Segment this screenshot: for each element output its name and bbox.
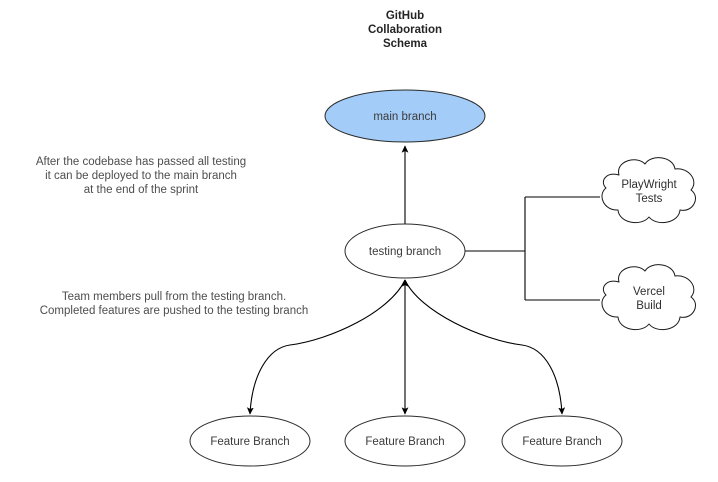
- note-deploy-line-1: After the codebase has passed all testin…: [36, 156, 246, 168]
- node-feature-branch-2[interactable]: Feature Branch: [344, 415, 466, 467]
- title-line-1: GitHub: [386, 10, 424, 22]
- vercel-cloud-line-1: Vercel: [633, 286, 665, 298]
- vercel-cloud-line-2: Build: [636, 300, 662, 312]
- title-line-3: Schema: [383, 38, 428, 50]
- vercel-cloud-shape[interactable]: [601, 264, 696, 331]
- connector-testing-to-clouds: [465, 196, 600, 301]
- main-branch-ellipse[interactable]: [324, 89, 486, 143]
- feature-branch-3-label: Feature Branch: [522, 436, 601, 448]
- feature-branch-1-label: Feature Branch: [210, 436, 289, 448]
- feature-branch-3-ellipse[interactable]: [501, 415, 623, 467]
- node-vercel-build-cloud[interactable]: Vercel Build: [601, 264, 696, 331]
- note-deploy-line-2: it can be deployed to the main branch: [45, 170, 237, 182]
- connector-testing-to-feature-right: [404, 279, 562, 414]
- node-main-branch[interactable]: main branch: [324, 89, 486, 143]
- note-pull-line-1: Team members pull from the testing branc…: [62, 291, 286, 303]
- connector-testing-to-feature-left: [250, 279, 406, 414]
- playwright-cloud-line-2: Tests: [636, 193, 663, 205]
- node-feature-branch-3[interactable]: Feature Branch: [501, 415, 623, 467]
- feature-branch-1-ellipse[interactable]: [189, 415, 311, 467]
- diagram-title: GitHub Collaboration Schema: [368, 10, 442, 50]
- testing-branch-label: testing branch: [369, 246, 441, 258]
- title-line-2: Collaboration: [368, 24, 442, 36]
- note-deploy-line-3: at the end of the sprint: [84, 184, 199, 196]
- testing-branch-ellipse[interactable]: [344, 223, 466, 279]
- feature-branch-2-label: Feature Branch: [365, 436, 444, 448]
- node-playwright-tests-cloud[interactable]: PlayWright Tests: [601, 157, 696, 224]
- node-feature-branch-1[interactable]: Feature Branch: [189, 415, 311, 467]
- playwright-cloud-line-1: PlayWright: [621, 179, 677, 191]
- note-pull: Team members pull from the testing branc…: [40, 291, 309, 317]
- main-branch-label: main branch: [373, 111, 436, 123]
- feature-branch-2-ellipse[interactable]: [344, 415, 466, 467]
- note-pull-line-2: Completed features are pushed to the tes…: [40, 305, 309, 317]
- note-deploy: After the codebase has passed all testin…: [36, 156, 246, 196]
- node-testing-branch[interactable]: testing branch: [344, 223, 466, 279]
- playwright-cloud-shape[interactable]: [601, 157, 696, 224]
